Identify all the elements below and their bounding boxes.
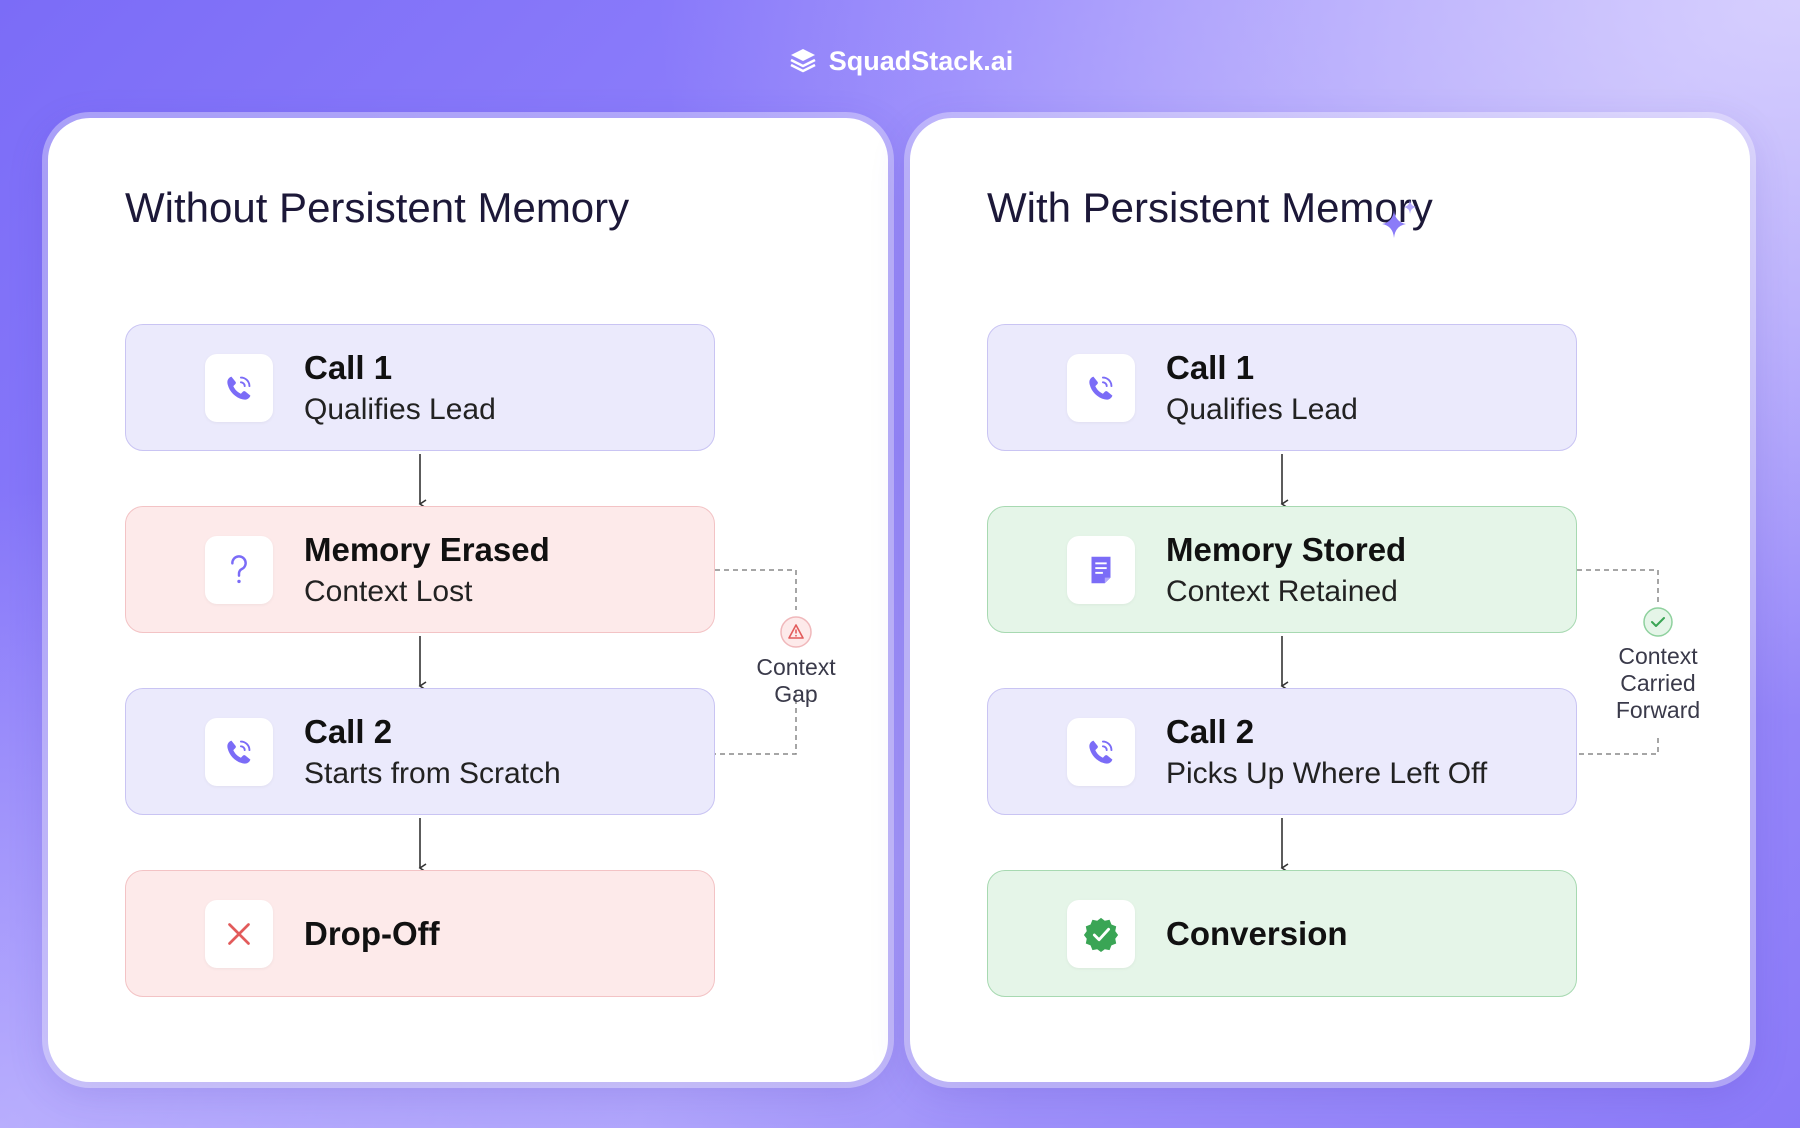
panel-with-memory: With Persistent Memory Call 1 Qualifies …	[910, 118, 1750, 1082]
icon-tile	[205, 900, 273, 968]
step-call-2: Call 2 Picks Up Where Left Off	[987, 688, 1577, 815]
context-gap-line: Context	[756, 654, 836, 680]
step-drop-off: Drop-Off	[125, 870, 715, 997]
step-call-1: Call 1 Qualifies Lead	[125, 324, 715, 451]
stack-logo-icon	[790, 49, 816, 73]
step-title: Drop-Off	[304, 915, 440, 952]
step-subtitle: Qualifies Lead	[304, 393, 496, 426]
brand-name: SquadStack.ai	[828, 45, 1014, 76]
context-gap-line: Gap	[774, 681, 818, 707]
step-subtitle: Picks Up Where Left Off	[1166, 757, 1488, 790]
document-icon	[1091, 556, 1111, 584]
step-title: Memory Erased	[304, 531, 550, 568]
step-subtitle: Context Retained	[1166, 575, 1398, 608]
step-conversion: Conversion	[987, 870, 1577, 997]
step-title: Conversion	[1166, 915, 1348, 952]
step-subtitle: Context Lost	[304, 575, 473, 608]
phone-icon	[1089, 376, 1113, 400]
sparkle-icon	[1382, 200, 1416, 238]
step-title: Call 2	[304, 713, 393, 750]
panel-title: With Persistent Memory	[987, 184, 1433, 231]
icon-tile	[1067, 536, 1135, 604]
panel-title: Without Persistent Memory	[125, 184, 630, 231]
icon-tile	[205, 536, 273, 604]
icon-tile	[205, 718, 273, 786]
icon-tile	[205, 354, 273, 422]
icon-tile	[1067, 718, 1135, 786]
verified-check-icon	[1083, 917, 1119, 953]
context-forward-line: Carried	[1620, 670, 1696, 696]
step-subtitle: Qualifies Lead	[1166, 393, 1358, 426]
icon-tile	[1067, 900, 1135, 968]
cross-icon	[228, 923, 250, 945]
step-call-1: Call 1 Qualifies Lead	[987, 324, 1577, 451]
step-subtitle: Starts from Scratch	[304, 757, 561, 790]
context-forward-label: Context Carried Forward	[1608, 643, 1708, 724]
context-forward-line: Context	[1618, 643, 1698, 669]
phone-icon	[1089, 740, 1113, 764]
check-circle-icon	[1643, 607, 1673, 637]
question-icon	[231, 555, 247, 584]
step-title: Call 1	[1166, 349, 1255, 386]
phone-icon	[227, 740, 251, 764]
brand-header: SquadStack.ai	[0, 44, 1800, 78]
step-title: Call 1	[304, 349, 393, 386]
context-forward-line: Forward	[1615, 697, 1701, 723]
phone-icon	[227, 376, 251, 400]
step-call-2: Call 2 Starts from Scratch	[125, 688, 715, 815]
panel-without-memory: Without Persistent Memory Call 1 Qualifi…	[48, 118, 888, 1082]
step-memory-erased: Memory Erased Context Lost	[125, 506, 715, 633]
context-gap-label: Context Gap	[746, 654, 846, 708]
warning-icon	[780, 616, 812, 648]
step-title: Memory Stored	[1166, 531, 1407, 568]
step-memory-stored: Memory Stored Context Retained	[987, 506, 1577, 633]
icon-tile	[1067, 354, 1135, 422]
step-title: Call 2	[1166, 713, 1255, 750]
